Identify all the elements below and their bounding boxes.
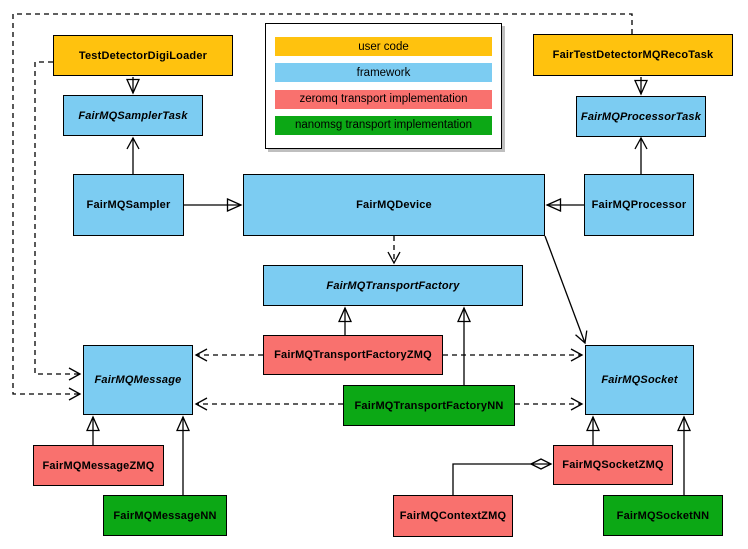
node-fairmqsocketnn: FairMQSocketNN [603,495,723,536]
edge-digiloader-uses-message [34,61,82,381]
node-testdetectordigiloader: TestDetectorDigiLoader [53,35,233,76]
edge-recotask-uses-message [12,13,633,401]
node-fairmqcontextzmq: FairMQContextZMQ [393,495,513,537]
node-fairmqmessage: FairMQMessage [83,345,193,415]
node-fairtestdetectormqrecotask: FairTestDetectorMQRecoTask [533,34,733,76]
node-fairmqsocket: FairMQSocket [585,345,694,415]
node-fairmqsocketzmq: FairMQSocketZMQ [553,445,673,485]
node-fairmqprocessor: FairMQProcessor [584,174,694,236]
node-fairmqprocessortask: FairMQProcessorTask [576,96,706,137]
legend-item-framework: framework [275,63,492,83]
legend-item-user-code: user code [275,37,492,56]
node-fairmqmessagenn: FairMQMessageNN [103,495,227,536]
legend-item-nanomsg: nanomsg transport implementation [275,115,492,135]
edge-socketzmq-owns-contextzmq [452,464,551,495]
node-fairmqtransportfactoryzmq: FairMQTransportFactoryZMQ [263,335,443,375]
node-fairmqtransportfactory: FairMQTransportFactory [263,265,523,306]
node-fairmqsampler: FairMQSampler [73,174,184,236]
edge-device-to-socket [544,235,588,345]
legend: user code framework zeromq transport imp… [265,23,502,149]
node-fairmqtransportfactorynn: FairMQTransportFactoryNN [343,385,515,426]
node-fairmqsamplertask: FairMQSamplerTask [63,95,203,136]
legend-item-zeromq: zeromq transport implementation [275,89,492,109]
node-fairmqmessagezmq: FairMQMessageZMQ [33,445,164,486]
node-fairmqdevice: FairMQDevice [243,174,545,236]
